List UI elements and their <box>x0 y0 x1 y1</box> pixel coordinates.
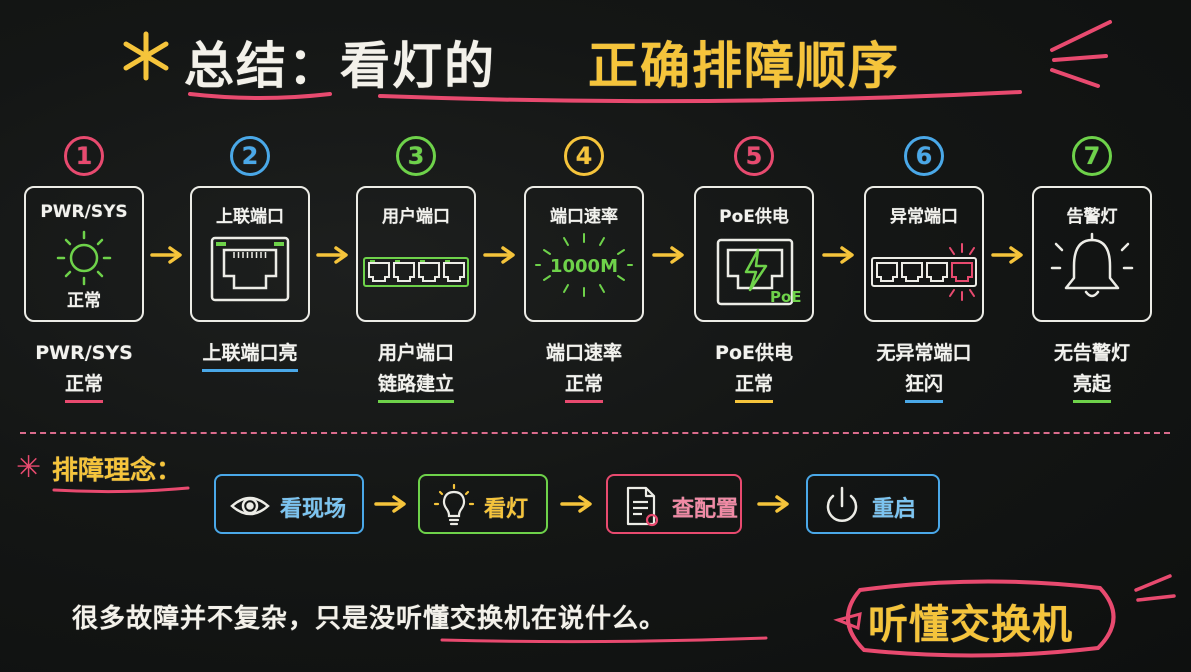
step-number-4: 4 <box>564 136 604 176</box>
chalk-sparkle-marks <box>1134 574 1176 602</box>
lightbulb-icon <box>433 484 475 526</box>
step-caption-line1: 无告警灯 <box>1053 342 1130 364</box>
arrow-right-icon <box>757 495 791 517</box>
arrow-right-icon <box>560 495 594 517</box>
arrow-right-icon <box>991 246 1025 268</box>
step-card-7: 告警灯 <box>1032 186 1152 322</box>
page-title-highlight: 正确排障顺序 <box>588 37 900 95</box>
philosophy-step-3: 查配置 <box>606 474 742 534</box>
chalk-sparkle-marks <box>1050 20 1112 88</box>
step-card-label: 告警灯 <box>1066 207 1118 227</box>
arrow-right-icon <box>822 246 856 268</box>
step-card-label: PWR/SYS <box>40 202 128 222</box>
speed-value: 1000M <box>550 256 618 277</box>
step-number-5: 5 <box>734 136 774 176</box>
philosophy-step-2: 看灯 <box>418 474 548 534</box>
step-card-label: 上联端口 <box>216 207 284 227</box>
step-card-label: 端口速率 <box>550 207 618 227</box>
power-icon <box>826 486 858 522</box>
closing-remark: 很多故障并不复杂，只是没听懂交换机在说什么。 <box>72 604 667 634</box>
step-caption-1: PWR/SYS 正常 <box>0 338 169 403</box>
step-caption-7: 无告警灯亮起 <box>1007 338 1177 403</box>
step-caption-line1: 无异常端口 <box>876 342 972 364</box>
speed-burst-icon: 1000M <box>535 233 633 297</box>
page-title-prefix: 总结：看灯的 <box>184 37 496 95</box>
step-card-label: PoE供电 <box>719 207 789 227</box>
step-card-label: 用户端口 <box>382 207 450 227</box>
step-card-3: 用户端口 <box>356 186 476 322</box>
speech-bubble <box>833 579 1116 658</box>
philosophy-step-4: 重启 <box>806 474 940 534</box>
poe-bolt-icon: PoE <box>716 238 802 306</box>
step-caption-line2: 狂闪 <box>904 369 943 403</box>
step-caption-line2: 亮起 <box>1072 369 1111 403</box>
remark-underline <box>440 636 768 644</box>
step-caption-line1: 用户端口 <box>377 342 454 364</box>
step-number-3: 3 <box>396 136 436 176</box>
step-caption-line1: 端口速率 <box>545 342 622 364</box>
step-card-label: 异常端口 <box>890 207 958 227</box>
step-number-7: 7 <box>1072 136 1112 176</box>
bubble-text: 听懂交换机 <box>868 602 1073 648</box>
step-card-1: PWR/SYS 正常 <box>24 186 144 322</box>
philosophy-label: 排障理念： <box>52 456 183 486</box>
arrow-right-icon <box>374 495 408 517</box>
step-card-4: 端口速率 1000M <box>524 186 644 322</box>
step-number-1: 1 <box>64 136 104 176</box>
arrow-right-icon <box>316 246 350 268</box>
step-caption-line2: 正常 <box>64 369 103 403</box>
step-caption-2: 上联端口亮 <box>165 338 335 372</box>
poe-tag: PoE <box>770 288 802 306</box>
step-caption-line1: PWR/SYS <box>35 342 133 364</box>
philosophy-step-label: 看现场 <box>280 497 347 522</box>
step-caption-line2: 正常 <box>734 369 773 403</box>
step-caption-6: 无异常端口狂闪 <box>839 338 1009 403</box>
step-caption-line2: 正常 <box>564 369 603 403</box>
step-caption-line1: 上联端口亮 <box>202 338 298 372</box>
alarm-bell-icon <box>1050 232 1134 298</box>
title-underline <box>188 90 1022 104</box>
philosophy-step-label: 查配置 <box>672 497 739 522</box>
arrow-right-icon <box>150 246 184 268</box>
asterisk-icon <box>123 31 169 81</box>
arrow-right-icon <box>652 246 686 268</box>
philosophy-step-label: 重启 <box>872 497 917 522</box>
eye-icon <box>230 496 270 516</box>
asterisk-icon: ✳ <box>16 450 42 485</box>
philosophy-step-label: 看灯 <box>484 497 529 522</box>
sun-icon <box>56 230 112 286</box>
multi-port-icon <box>363 257 469 287</box>
step-card-6: 异常端口 <box>864 186 984 322</box>
config-doc-icon <box>626 486 659 527</box>
step-caption-4: 端口速率正常 <box>499 338 669 403</box>
step-number-6: 6 <box>904 136 944 176</box>
arrow-right-icon <box>483 246 517 268</box>
step-card-status: 正常 <box>67 291 101 311</box>
step-number-2: 2 <box>230 136 270 176</box>
step-card-5: PoE供电 PoE <box>694 186 814 322</box>
step-card-2: 上联端口 <box>190 186 310 322</box>
section-divider <box>20 432 1170 434</box>
step-caption-5: PoE供电正常 <box>669 338 839 403</box>
philosophy-underline <box>52 486 190 494</box>
step-caption-line2: 链路建立 <box>377 369 454 403</box>
philosophy-step-1: 看现场 <box>214 474 364 534</box>
step-caption-line1: PoE供电 <box>715 342 793 364</box>
rj45-port-icon <box>210 236 290 302</box>
fault-port-icon <box>871 243 977 301</box>
step-caption-3: 用户端口链路建立 <box>331 338 501 403</box>
